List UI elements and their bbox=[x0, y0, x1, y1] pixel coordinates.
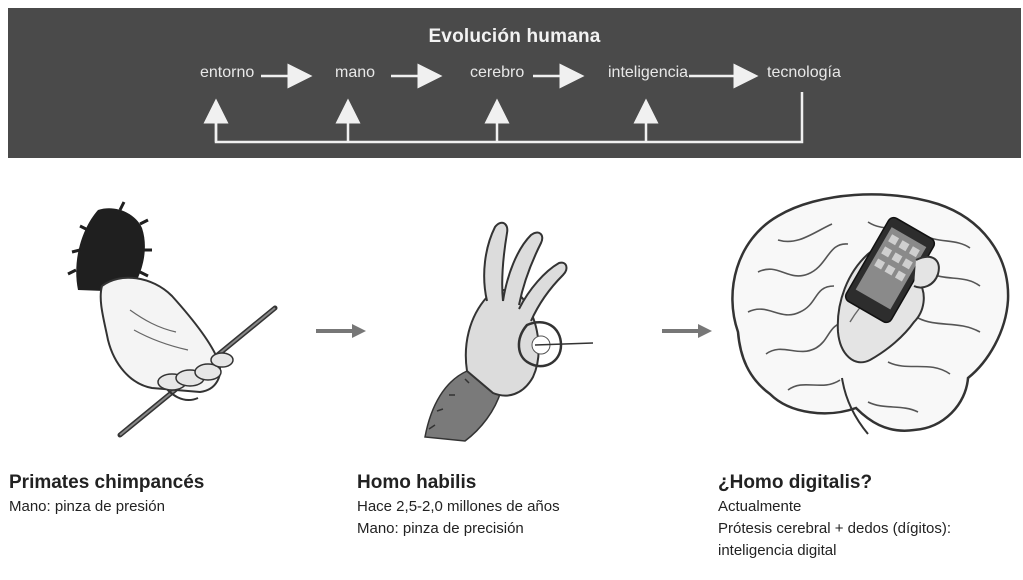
feedback-loop-line bbox=[216, 92, 802, 142]
stage-arrow-1 bbox=[316, 322, 368, 340]
caption-primates: Primates chimpancés Mano: pinza de presi… bbox=[9, 470, 204, 518]
stage-arrow-2 bbox=[662, 322, 714, 340]
flow-label-entorno: entorno bbox=[200, 64, 254, 82]
brain-with-hand-and-phone-illustration bbox=[718, 182, 1018, 450]
caption-title: ¿Homo digitalis? bbox=[718, 470, 951, 496]
caption-title: Homo habilis bbox=[357, 470, 560, 496]
flow-label-tecnologia: tecnología bbox=[767, 64, 841, 82]
caption-line: Prótesis cerebral + dedos (dígitos): bbox=[718, 518, 951, 540]
caption-homo-habilis: Homo habilis Hace 2,5-2,0 millones de añ… bbox=[357, 470, 560, 540]
caption-title: Primates chimpancés bbox=[9, 470, 204, 496]
caption-homo-digitalis: ¿Homo digitalis? Actualmente Prótesis ce… bbox=[718, 470, 951, 562]
caption-line: inteligencia digital bbox=[718, 540, 951, 562]
flow-label-inteligencia: inteligencia bbox=[608, 64, 688, 82]
flow-label-mano: mano bbox=[335, 64, 375, 82]
caption-line: Mano: pinza de presión bbox=[9, 496, 204, 518]
caption-line: Actualmente bbox=[718, 496, 951, 518]
caption-line: Mano: pinza de precisión bbox=[357, 518, 560, 540]
caption-line: Hace 2,5-2,0 millones de años bbox=[357, 496, 560, 518]
precision-pinch-hand-illustration bbox=[415, 205, 605, 445]
flow-label-cerebro: cerebro bbox=[470, 64, 524, 82]
chimpanzee-hand-illustration bbox=[60, 200, 290, 450]
